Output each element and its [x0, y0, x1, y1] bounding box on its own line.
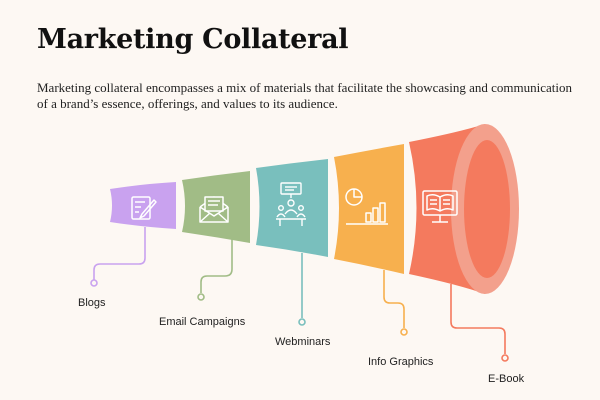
infographic-chart-icon — [345, 188, 388, 225]
stage-ebook-connector — [450, 284, 506, 354]
page-description: Marketing collateral encompasses a mix o… — [37, 80, 572, 111]
stage-blogs-segment — [110, 182, 176, 229]
email-icon — [199, 196, 229, 223]
stage-label-email-campaigns: Email Campaigns — [159, 316, 246, 328]
stage-email-dot — [197, 293, 205, 301]
funnel-stage-blogs: Blogs — [78, 182, 176, 309]
funnel-stage-info-graphics: Info Graphics — [334, 144, 434, 368]
stage-webminars-dot — [298, 318, 306, 326]
stage-label-blogs: Blogs — [78, 297, 106, 309]
stage-blogs-dot — [90, 279, 98, 287]
stage-blogs-connector — [93, 227, 146, 280]
ebook-icon — [422, 190, 458, 223]
funnel-stage-ebook: E-Book — [409, 124, 525, 385]
stage-webminars-segment — [256, 159, 328, 257]
stage-infographics-segment — [334, 144, 404, 274]
ebook-cylinder-opening — [464, 140, 510, 278]
stage-label-info-graphics: Info Graphics — [368, 356, 434, 368]
blog-writing-icon — [131, 196, 157, 220]
stage-infographics-connector — [383, 270, 405, 328]
page-title: Marketing Collateral — [37, 24, 349, 55]
stage-label-webminars: Webminars — [275, 336, 331, 348]
stage-label-ebook: E-Book — [488, 373, 525, 385]
stage-email-connector — [200, 239, 233, 293]
stage-ebook-dot — [501, 354, 509, 362]
funnel-stage-webminars: Webminars — [256, 159, 331, 348]
webinar-icon — [276, 182, 306, 226]
funnel-stage-email-campaigns: Email Campaigns — [159, 171, 250, 328]
stage-infographics-dot — [400, 328, 408, 336]
